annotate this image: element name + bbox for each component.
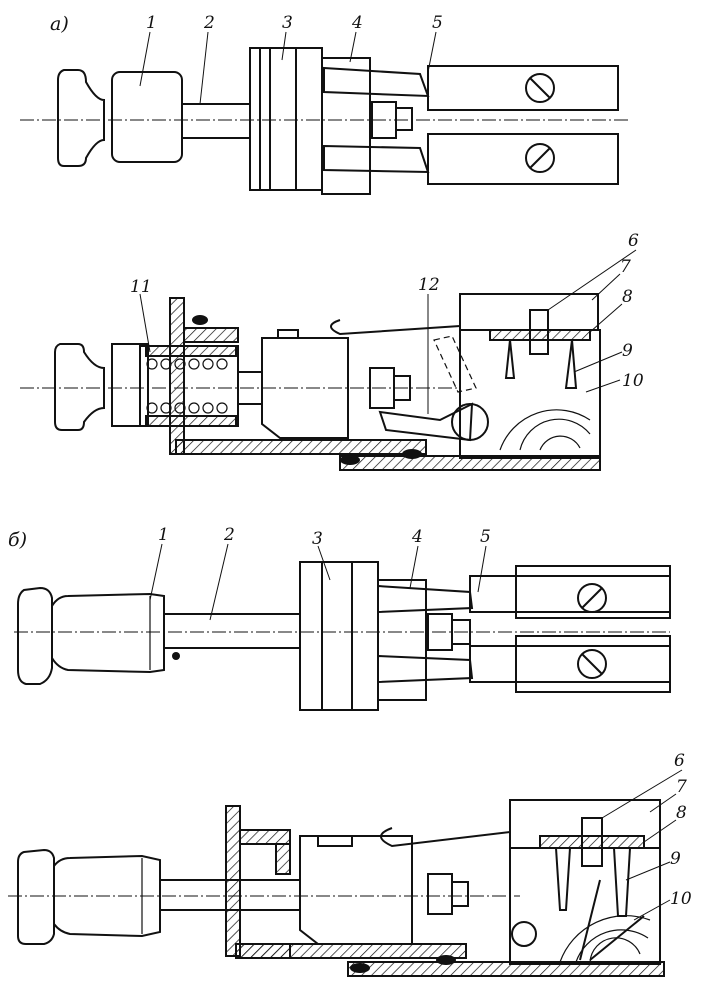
screw-lower [525, 143, 555, 173]
callout-9: 9 [622, 341, 633, 361]
callout-4: 4 [411, 527, 423, 547]
knob-body [111, 343, 149, 427]
callout-7: 7 [620, 257, 631, 277]
callout-1: 1 [146, 13, 157, 33]
callout-2: 2 [203, 13, 215, 33]
knob-grip [57, 69, 105, 167]
callout-5: 5 [480, 527, 491, 547]
spring [146, 358, 228, 414]
callout-3: 3 [312, 529, 323, 549]
contact-arm-lower [427, 133, 619, 185]
knob-grip [17, 586, 53, 685]
contact-blade-upper [323, 66, 430, 98]
base-plate [175, 439, 427, 455]
callout-6: 6 [628, 231, 639, 251]
lever [378, 402, 474, 442]
contact-blade-upper [377, 584, 474, 614]
callout-8: 8 [676, 803, 687, 823]
spring-housing [139, 345, 239, 427]
callout-4: 4 [351, 13, 363, 33]
mounting-wall [225, 805, 241, 957]
callout-8: 8 [622, 287, 633, 307]
screw-upper [525, 73, 555, 103]
contact-arm-upper [469, 575, 671, 613]
screw-upper [577, 583, 607, 613]
callout-3: 3 [282, 13, 293, 33]
callout-2: 2 [223, 525, 235, 545]
terminal-screw [581, 817, 603, 867]
panel-a-top-view: а) 1 2 3 4 5 [20, 13, 630, 195]
spring-clip [330, 319, 461, 336]
spring-clip [380, 827, 511, 848]
contact-blade-lower [377, 654, 474, 684]
callout-5: 5 [432, 13, 443, 33]
mounting-wall [169, 297, 185, 455]
contact-arm-lower [469, 645, 671, 683]
knob-body [51, 592, 165, 674]
callout-1: 1 [158, 525, 169, 545]
panel-a-section-view: 6 7 8 9 10 11 12 [20, 231, 644, 471]
callout-9: 9 [670, 849, 681, 869]
contact-pin-right [564, 339, 578, 389]
panel-a-label: а) [50, 13, 69, 35]
slider-block [261, 337, 349, 439]
plate-4 [377, 579, 427, 701]
contact-arm-upper [427, 65, 619, 111]
panel-b-label: б) [8, 529, 27, 551]
housing-3 [299, 561, 379, 711]
callout-10: 10 [622, 371, 644, 391]
contact-pin-right [612, 847, 632, 917]
contact-pin-left [554, 847, 572, 911]
contact-blade-lower [323, 144, 430, 174]
base-plate [235, 943, 467, 959]
callout-6: 6 [674, 751, 685, 771]
pivot [451, 403, 489, 441]
callout-12: 12 [418, 275, 440, 295]
slider-block [299, 835, 413, 945]
nut [427, 873, 453, 915]
terminal-screw [529, 309, 549, 355]
panel-b-section-view: 6 7 8 9 10 [8, 751, 692, 977]
pivot [511, 921, 537, 947]
callout-7: 7 [676, 777, 687, 797]
plate-4 [321, 57, 371, 195]
knob-body [111, 71, 183, 163]
callout-11: 11 [130, 277, 152, 297]
knob-grip [17, 848, 55, 945]
panel-b-top-view: б) 1 2 3 4 [8, 525, 671, 711]
screw-lower [577, 649, 607, 679]
callout-10: 10 [670, 889, 692, 909]
knob-grip [54, 343, 105, 431]
knob-body [53, 854, 161, 938]
contact-pin-left [504, 339, 516, 379]
